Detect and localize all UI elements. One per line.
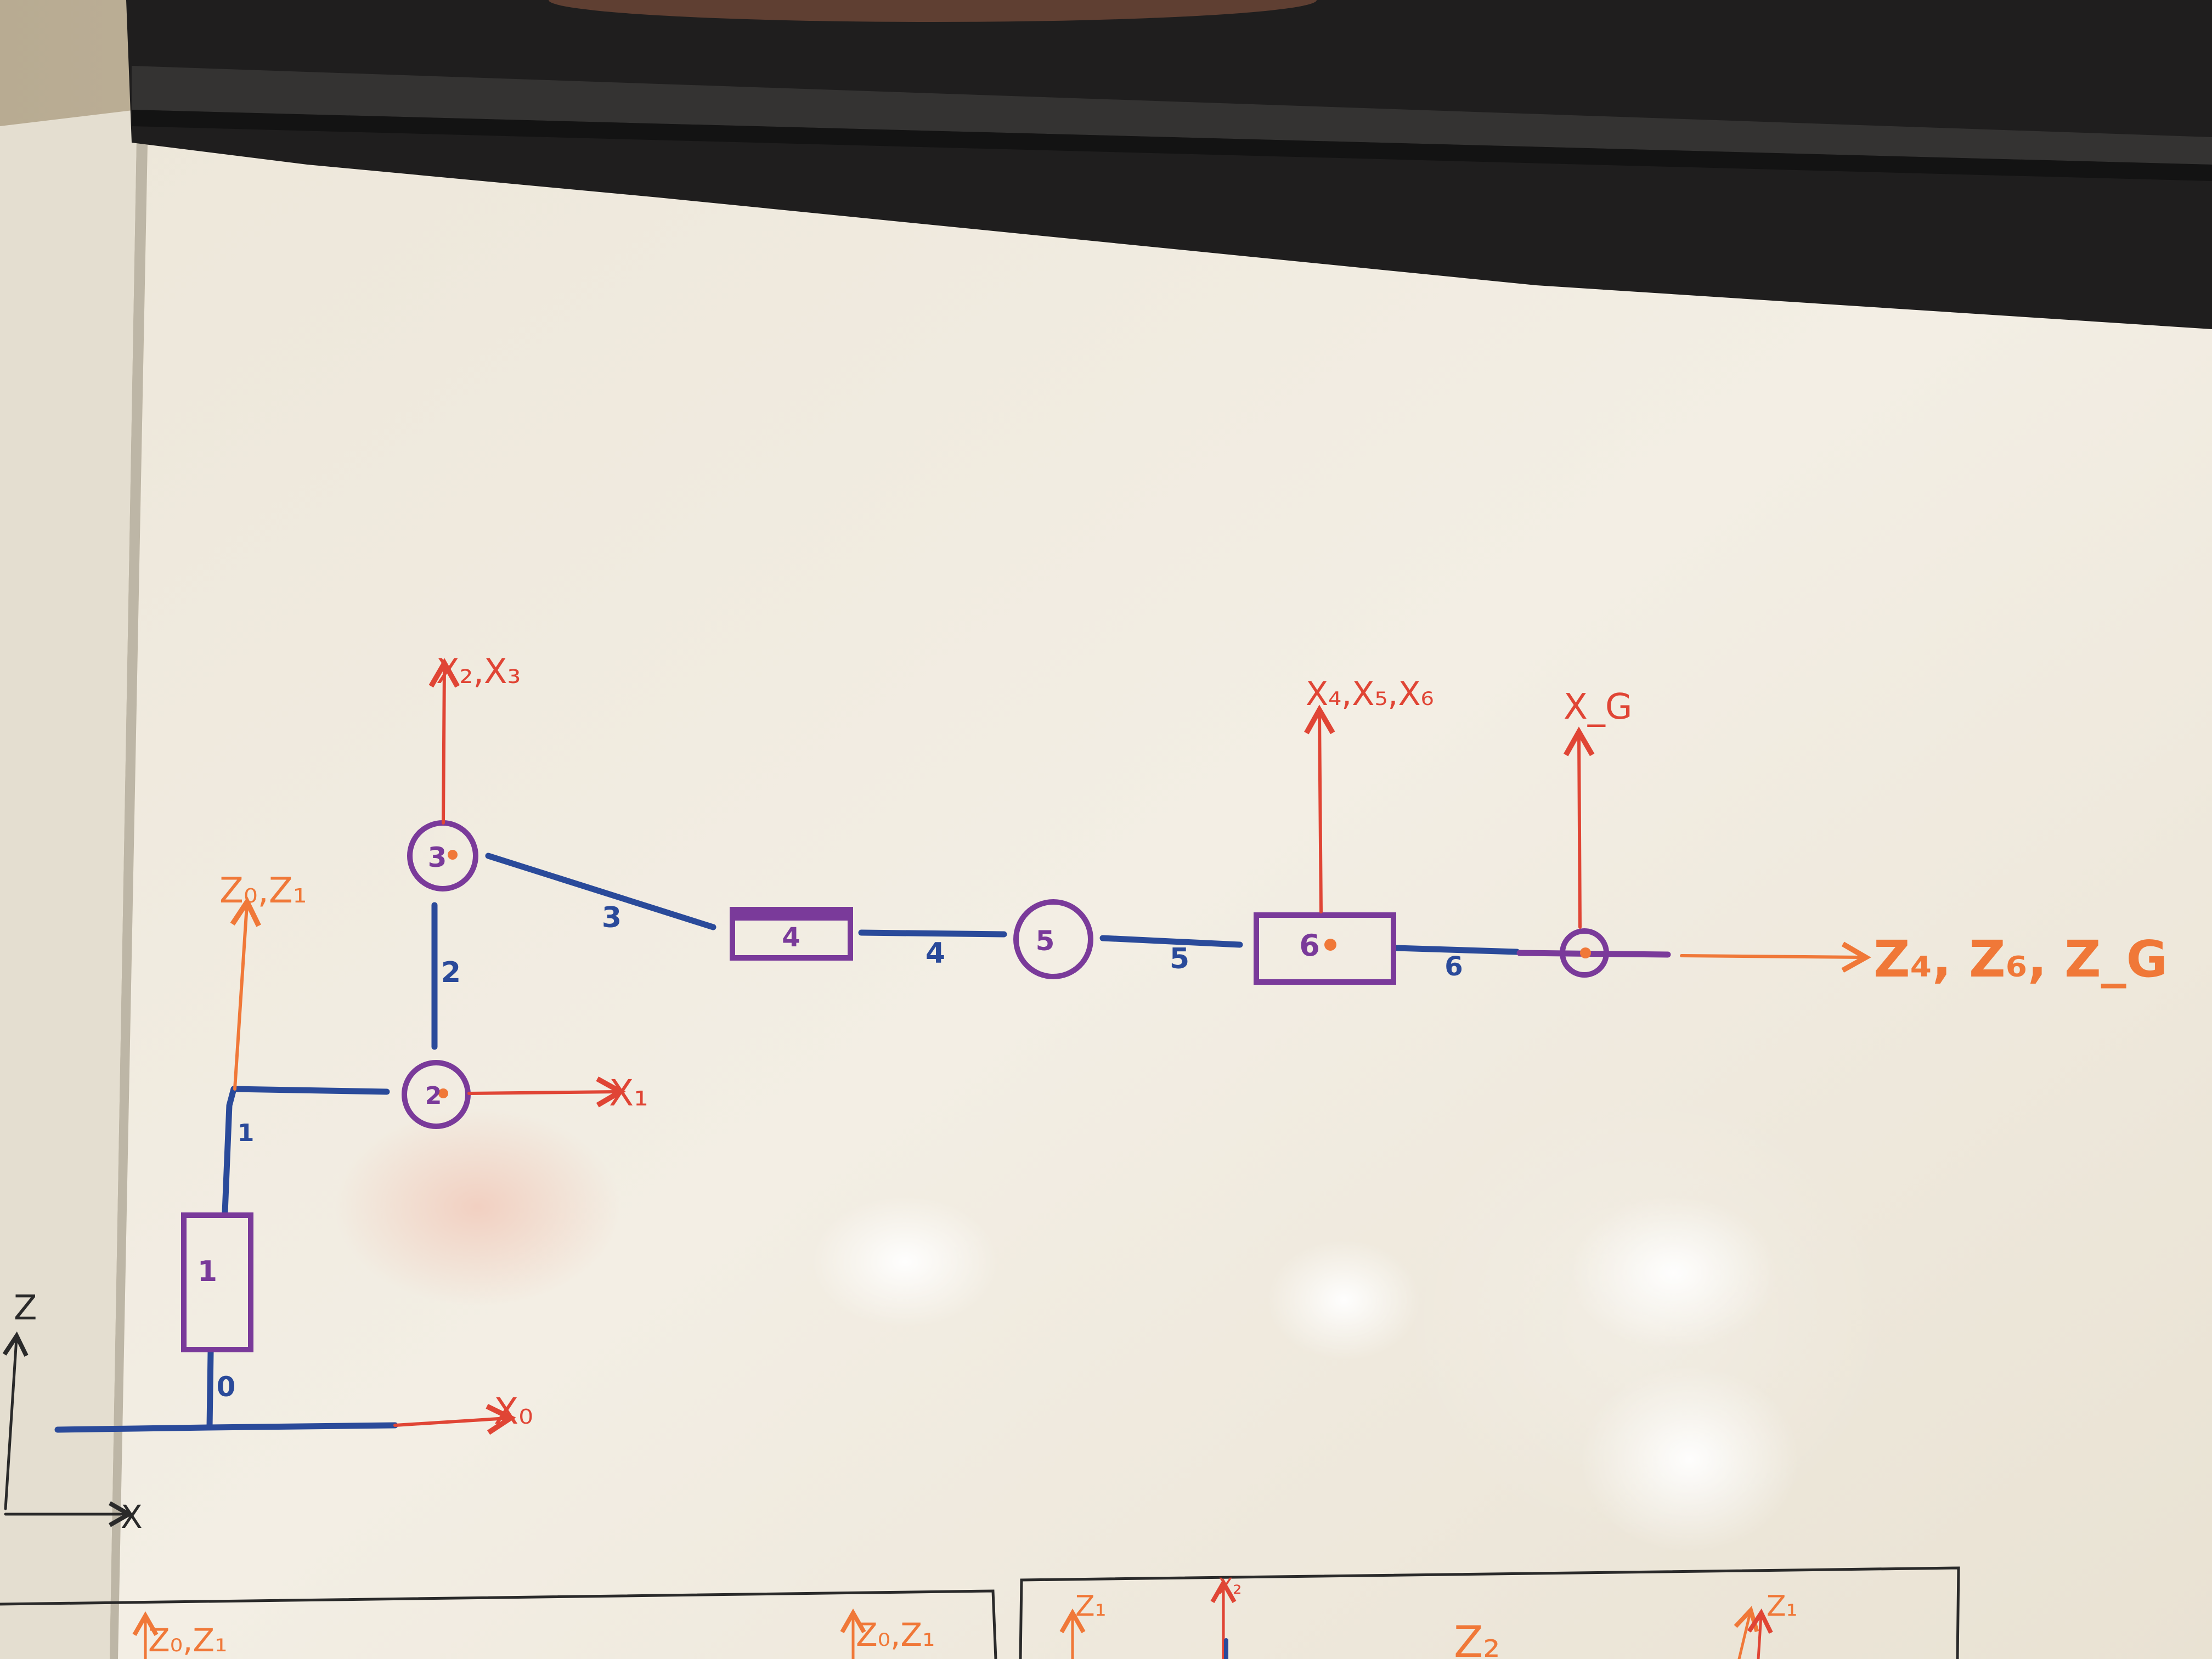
link-0-line (206, 1349, 214, 1430)
bottom-panels (0, 1566, 1960, 1659)
link-6-line (1393, 945, 1520, 955)
joint-2-number: 2 (425, 1082, 442, 1110)
axis-x2-x3 (428, 658, 460, 825)
joint-5-circle (1013, 899, 1093, 979)
gripper-stub (1516, 950, 1671, 958)
label-x1: X₁ (609, 1072, 648, 1114)
world-x-label: X (121, 1498, 143, 1536)
bottom-label-z0-z1-left: Z₀,Z₁ (148, 1622, 227, 1659)
bottom-label-z2: Z₂ (1454, 1618, 1500, 1659)
gripper-joint-circle (1560, 928, 1609, 978)
link-2-number: 2 (441, 956, 461, 989)
axis-z4-z6-zg (1680, 941, 1871, 973)
world-z-axis (2, 1331, 29, 1510)
robot-links (54, 853, 1520, 1433)
axis-x0 (393, 1404, 516, 1435)
label-x2-x3: X₂,X₃ (436, 651, 521, 691)
label-z0-z1: Z₀,Z₁ (219, 871, 307, 911)
bottom-label-z1-right: Z₁ (1767, 1590, 1797, 1623)
blurred-object (549, 0, 1317, 22)
light-glare-1 (812, 1196, 998, 1328)
board-frame-left (0, 110, 137, 1659)
label-x0: X₀ (494, 1390, 533, 1432)
axis-z0-z1 (230, 896, 261, 1091)
link-0-number: 0 (217, 1371, 236, 1403)
orange-axes (230, 896, 1871, 1091)
joint-1-number: 1 (198, 1255, 217, 1288)
red-axes (393, 658, 1595, 1435)
link-6-number: 6 (1444, 951, 1463, 982)
world-z-label: Z (14, 1288, 37, 1328)
joint-6-box (1254, 912, 1396, 985)
joint-5-number: 5 (1036, 925, 1055, 957)
link-1-number: 1 (238, 1119, 255, 1147)
joint-1-box (181, 1212, 253, 1352)
joint-6-number: 6 (1299, 928, 1320, 963)
link-1-line (222, 1086, 237, 1216)
axis-xg (1564, 726, 1595, 929)
axis-x4-x5-x6 (1304, 704, 1335, 913)
link-3-number: 3 (602, 901, 622, 934)
link-5-number: 5 (1170, 943, 1189, 975)
marker-tray (126, 0, 2212, 329)
bottom-panel-left (0, 1589, 997, 1659)
bottom-panel-right (1019, 1566, 1960, 1659)
label-x4-x5-x6: X₄,X₅,X₆ (1306, 675, 1434, 713)
link-1-horizontal (230, 1086, 390, 1095)
label-z4-z6-zg: Z₄, Z₆, Z_G (1874, 930, 2168, 989)
bottom-label-z1: Z₁ (1075, 1590, 1106, 1623)
world-frame (2, 1331, 134, 1527)
bottom-label-z0-z1-mid: Z₀,Z₁ (856, 1616, 935, 1654)
link-5-line (1099, 935, 1243, 948)
light-glare-2 (1267, 1240, 1421, 1361)
bottom-panel-labels: Z₀,Z₁ Z₀,Z₁ Z₁ X₂ Z₂ Z₁ (148, 1574, 1797, 1659)
link-4-number: 4 (926, 937, 945, 970)
joint-center-dots (438, 850, 1591, 1098)
axis-x1 (467, 1076, 626, 1108)
joint-4-number: 4 (782, 922, 800, 953)
bottom-label-x2: X₂ (1218, 1574, 1242, 1599)
joint-3-number: 3 (428, 842, 447, 873)
label-xg: X_G (1564, 687, 1632, 727)
link-3-line (485, 853, 716, 930)
link-4-line (858, 929, 1007, 938)
